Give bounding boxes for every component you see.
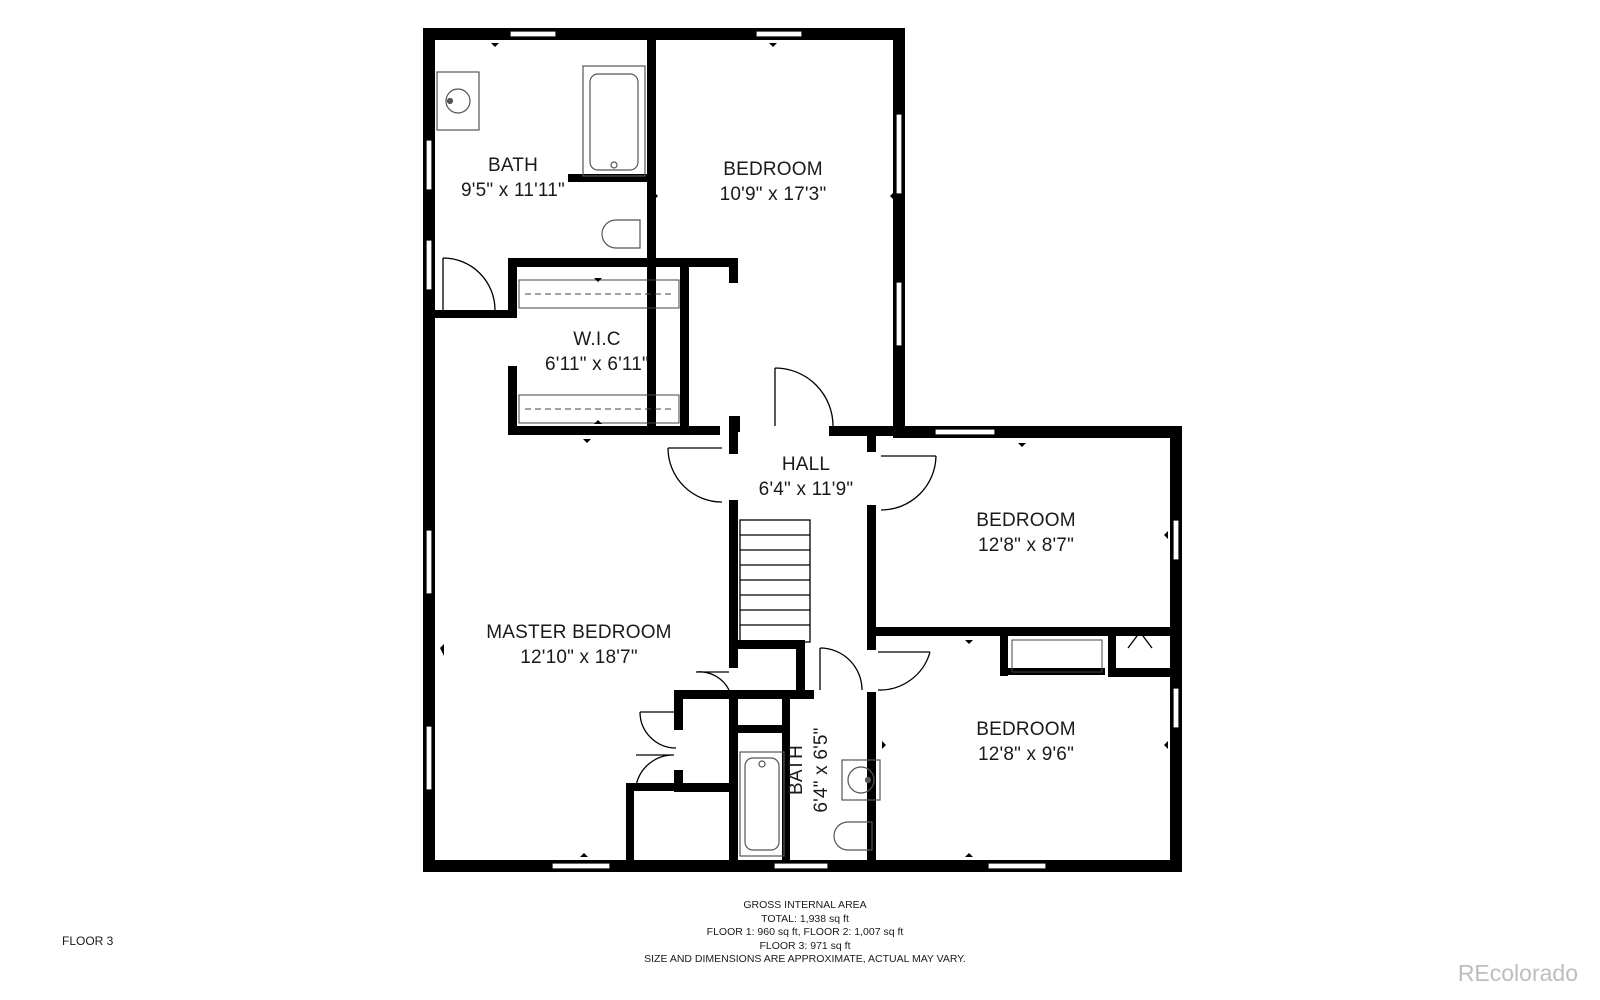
bathroom-fixtures bbox=[436, 65, 881, 857]
room-name: BEDROOM bbox=[723, 159, 823, 180]
room-name: BATH bbox=[487, 155, 539, 176]
room-dimensions: 12'8" x 8'7" bbox=[977, 535, 1075, 556]
room-master-bedroom: MASTER BEDROOM 12'10" x 18'7" bbox=[486, 620, 671, 670]
room-dimensions: 9'5" x 11'11" bbox=[461, 180, 565, 201]
floor-label: FLOOR 3 bbox=[62, 934, 114, 948]
room-name: W.I.C bbox=[573, 329, 621, 350]
room-dimensions: 6'4" x 6'5" bbox=[811, 727, 832, 813]
room-name: BATH bbox=[786, 744, 807, 796]
room-bedroom-north: BEDROOM 10'9" x 17'3" bbox=[720, 157, 827, 207]
room-dimensions: 12'8" x 9'6" bbox=[977, 744, 1075, 765]
room-dimensions: 6'11" x 6'11" bbox=[545, 354, 649, 375]
room-dimensions: 12'10" x 18'7" bbox=[520, 647, 638, 668]
room-name: MASTER BEDROOM bbox=[486, 622, 672, 643]
staircase bbox=[739, 519, 811, 643]
area-floor-3: FLOOR 3: 971 sq ft bbox=[759, 939, 851, 952]
room-bath-hall: BATH 6'4" x 6'5" bbox=[784, 727, 834, 812]
windows bbox=[425, 30, 1180, 870]
room-bedroom-southeast: BEDROOM 12'8" x 9'6" bbox=[976, 717, 1076, 767]
room-bath-master: BATH 9'5" x 11'11" bbox=[461, 153, 565, 203]
room-name: BEDROOM bbox=[976, 510, 1076, 531]
room-name: HALL bbox=[781, 454, 831, 475]
dimension-markers bbox=[440, 43, 1168, 857]
room-bedroom-east: BEDROOM 12'8" x 8'7" bbox=[976, 508, 1076, 558]
doors bbox=[442, 257, 1153, 787]
area-disclaimer: SIZE AND DIMENSIONS ARE APPROXIMATE, ACT… bbox=[644, 953, 966, 966]
watermark-logo: REcolorado bbox=[1457, 960, 1578, 986]
room-hall: HALL 6'4" x 11'9" bbox=[759, 452, 854, 502]
area-heading: GROSS INTERNAL AREA bbox=[743, 899, 867, 911]
room-dimensions: 10'9" x 17'3" bbox=[719, 184, 827, 205]
room-dimensions: 6'4" x 11'9" bbox=[758, 479, 854, 500]
area-total: TOTAL: 1,938 sq ft bbox=[761, 912, 849, 925]
closet-shelves bbox=[518, 279, 1103, 673]
room-name: BEDROOM bbox=[976, 719, 1076, 740]
gross-area-notes: GROSS INTERNAL AREA TOTAL: 1,938 sq ft F… bbox=[640, 899, 970, 967]
interior-walls bbox=[435, 40, 1172, 868]
room-walk-in-closet: W.I.C 6'11" x 6'11" bbox=[545, 327, 649, 377]
area-floors-1-2: FLOOR 1: 960 sq ft, FLOOR 2: 1,007 sq ft bbox=[706, 926, 904, 939]
